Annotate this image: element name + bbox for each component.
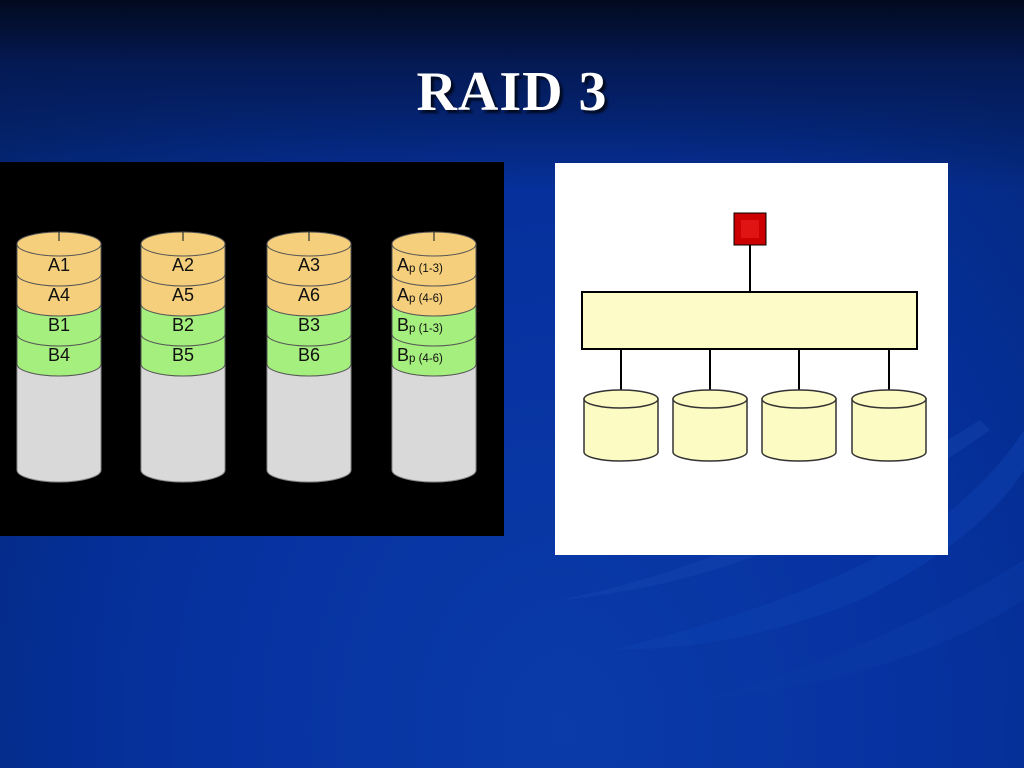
array-disk-top xyxy=(672,389,748,409)
disk-body xyxy=(391,363,477,483)
array-disk-body xyxy=(761,398,837,462)
array-disk-body xyxy=(672,398,748,462)
title-band xyxy=(0,0,1024,190)
block-label: A3 xyxy=(298,255,320,275)
block-label: Ap (4-6) xyxy=(397,285,443,305)
disk-body xyxy=(16,363,102,483)
array-disk-body xyxy=(851,398,927,462)
array-disk-1 xyxy=(583,349,659,462)
array-svg xyxy=(581,212,927,462)
array-disk-top xyxy=(761,389,837,409)
disk-body xyxy=(140,363,226,483)
array-disk-top xyxy=(583,389,659,409)
block-label: B3 xyxy=(298,315,320,335)
array-disk-3 xyxy=(761,349,837,462)
block-label: Bp (4-6) xyxy=(397,345,443,365)
slide-title: RAID 3 xyxy=(416,61,608,123)
block-label: B6 xyxy=(298,345,320,365)
block-label: B5 xyxy=(172,345,194,365)
bus-box xyxy=(581,291,918,350)
array-disk-body xyxy=(583,398,659,462)
block-label: A1 xyxy=(48,255,70,275)
disk-body xyxy=(266,363,352,483)
block-label: A5 xyxy=(172,285,194,305)
array-disk-2 xyxy=(672,349,748,462)
raid3-array-diagram xyxy=(555,163,948,555)
block-label: B1 xyxy=(48,315,70,335)
block-label: Bp (1-3) xyxy=(397,315,443,335)
array-disk-top xyxy=(851,389,927,409)
block-label: Ap (1-3) xyxy=(397,255,443,275)
block-label: B4 xyxy=(48,345,70,365)
array-disk-4 xyxy=(851,349,927,462)
controller-square xyxy=(733,212,767,246)
block-label: A4 xyxy=(48,285,70,305)
block-label: A2 xyxy=(172,255,194,275)
block-label: B2 xyxy=(172,315,194,335)
disk-stack-4: Ap (1-3) Ap (4-6) Bp (1-3) Bp (4-6) xyxy=(391,231,477,483)
block-label: A6 xyxy=(298,285,320,305)
